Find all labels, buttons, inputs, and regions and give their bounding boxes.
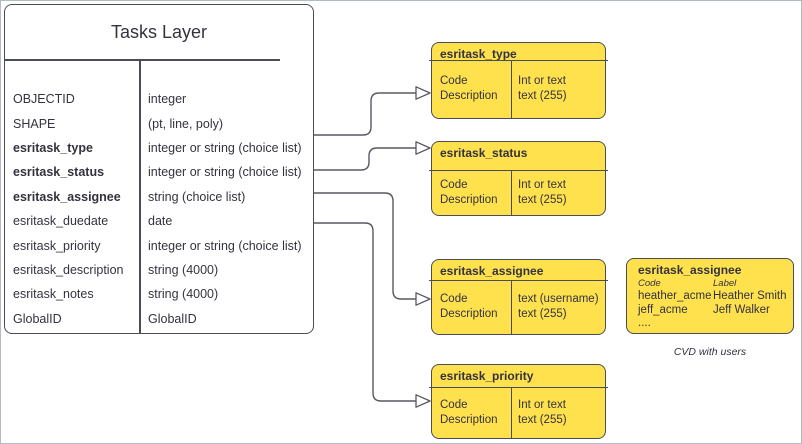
connector-esritask-status[interactable] [314,147,416,171]
title-divider [4,59,280,61]
column-divider [511,170,513,215]
field-type: integer or string (choice list) [148,165,302,180]
field-row-esritask-duedate: esritask_duedate date [5,209,313,233]
tasks-layer-title: Tasks Layer [110,22,208,42]
connector-esritask-priority[interactable] [314,222,416,402]
cvd-code-value: jeff_acme [638,303,688,316]
field-row-esritask-priority: esritask_priority integer or string (choi… [5,233,313,257]
cvd-label-value: Heather Smith [713,290,787,302]
connector-esritask-type[interactable] [314,92,416,136]
cvd-code-value: heather_acme [638,290,712,302]
open-arrowhead-icon [415,394,431,408]
choice-list-right-column: text (username)text (255) [518,293,599,320]
connector-esritask-assignee[interactable] [314,192,416,300]
field-name: GlobalID [13,311,62,326]
field-name: esritask_assignee [13,189,121,204]
cvd-value-grid: Code Label heather_acme Heather Smith je… [638,278,793,331]
cvd-code-value: .... [638,317,651,329]
column-divider [511,387,513,438]
cvd-users-box[interactable]: esritask_assignee Code Label heather_acm… [626,258,794,334]
choice-list-title: esritask_status [440,146,528,160]
field-row-esritask-description: esritask_description string (4000) [5,258,313,282]
field-name: OBJECTID [13,92,75,107]
field-type: string (choice list) [148,189,246,204]
column-divider [139,59,141,333]
field-type: (pt, line, poly) [148,116,224,131]
open-arrowhead-icon [415,141,431,155]
cvd-label-value: Jeff Walker [713,303,770,316]
title-divider [429,170,608,172]
cvd-caption: CVD with users [673,346,747,358]
open-arrowhead-icon [415,86,431,100]
field-type: integer [148,92,187,107]
field-name: esritask_status [13,165,105,180]
tasks-layer-entity[interactable]: Tasks Layer OBJECTID integer SHAPE (pt, li… [4,4,314,334]
field-type: date [148,214,173,229]
column-divider [511,280,513,334]
title-divider [429,387,608,389]
cvd-box-title: esritask_assignee [638,263,742,277]
title-divider [429,60,608,62]
field-row-shape: SHAPE (pt, line, poly) [5,111,313,135]
field-row-esritask-assignee: esritask_assignee string (choice list) [5,185,313,209]
title-divider [429,280,608,282]
field-name: esritask_notes [13,287,94,302]
open-arrowhead-icon [415,292,431,306]
field-name: esritask_type [13,140,93,155]
field-type: integer or string (choice list) [148,140,302,155]
field-name: esritask_description [13,262,124,277]
field-type: string (4000) [148,262,219,277]
field-type: GlobalID [148,311,197,326]
field-row-globalid: GlobalID GlobalID [5,307,313,331]
cvd-label-value [713,317,793,331]
field-type: string (4000) [148,287,219,302]
field-row-esritask-type: esritask_type integer or string (choice l… [5,136,313,160]
field-name: esritask_duedate [13,214,109,229]
column-divider [511,60,513,118]
field-row-objectid: OBJECTID integer [5,87,313,111]
cvd-column-header: Code [638,278,661,289]
field-row-esritask-notes: esritask_notes string (4000) [5,282,313,306]
choice-list-title: esritask_type [440,47,517,61]
field-list: OBJECTID integer SHAPE (pt, line, poly) es… [5,87,313,331]
field-name: esritask_priority [13,238,101,253]
field-name: SHAPE [13,116,56,131]
cvd-column-header: Label [713,278,737,289]
choice-list-title: esritask_priority [440,369,534,383]
field-row-esritask-status: esritask_status integer or string (choice… [5,160,313,184]
field-type: integer or string (choice list) [148,238,302,253]
choice-list-title: esritask_assignee [440,264,544,278]
